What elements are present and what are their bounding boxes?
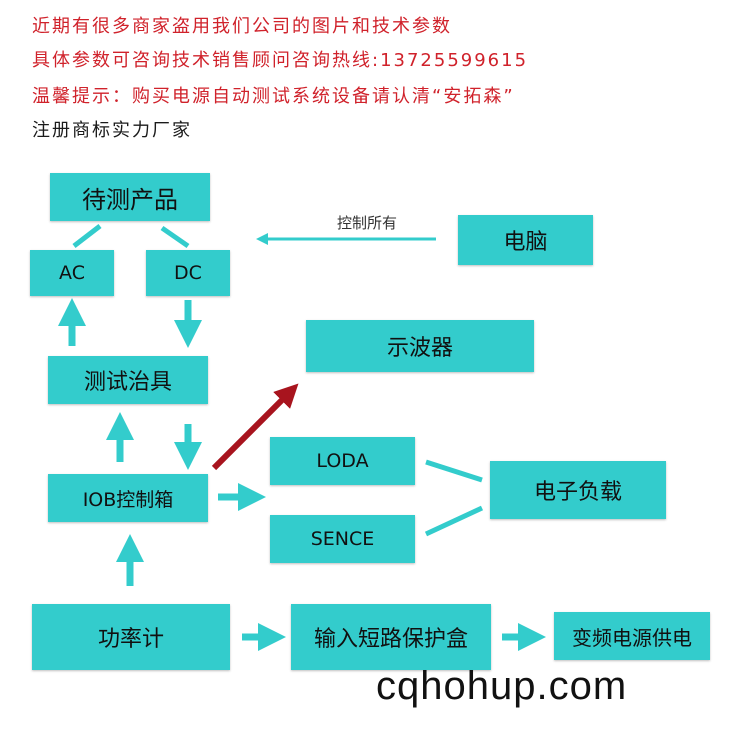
notice-line-4: 注册商标实力厂家 — [32, 120, 192, 141]
node-computer: 电脑 — [458, 215, 593, 265]
line-loda-eload — [425, 459, 483, 483]
arrow-iob-oscilloscope — [211, 383, 299, 471]
notice-line-2: 具体参数可咨询技术销售顾问咨询热线:13725599615 — [32, 50, 529, 71]
node-test-fixture: 测试治具 — [48, 356, 208, 404]
line-product-ac — [72, 224, 102, 248]
node-iob-control-box: IOB控制箱 — [48, 474, 208, 522]
node-product: 待测产品 — [50, 173, 210, 221]
notice-line-3: 温馨提示：购买电源自动测试系统设备请认清“安拓森” — [32, 86, 515, 107]
node-sence: SENCE — [270, 515, 415, 563]
node-loda: LODA — [270, 437, 415, 485]
edge-label-control-all: 控制所有 — [337, 214, 398, 232]
line-sence-eload — [424, 505, 484, 537]
node-power-meter: 功率计 — [32, 604, 230, 670]
notice-line-1: 近期有很多商家盗用我们公司的图片和技术参数 — [32, 16, 452, 37]
watermark: cqhohup.com — [376, 664, 628, 708]
node-dc: DC — [146, 250, 230, 296]
node-vf-power-supply: 变频电源供电 — [554, 612, 710, 660]
node-electronic-load: 电子负载 — [490, 461, 666, 519]
node-oscilloscope: 示波器 — [306, 320, 534, 372]
node-ac: AC — [30, 250, 114, 296]
node-input-short-box: 输入短路保护盒 — [291, 604, 491, 670]
line-product-dc — [160, 225, 190, 249]
